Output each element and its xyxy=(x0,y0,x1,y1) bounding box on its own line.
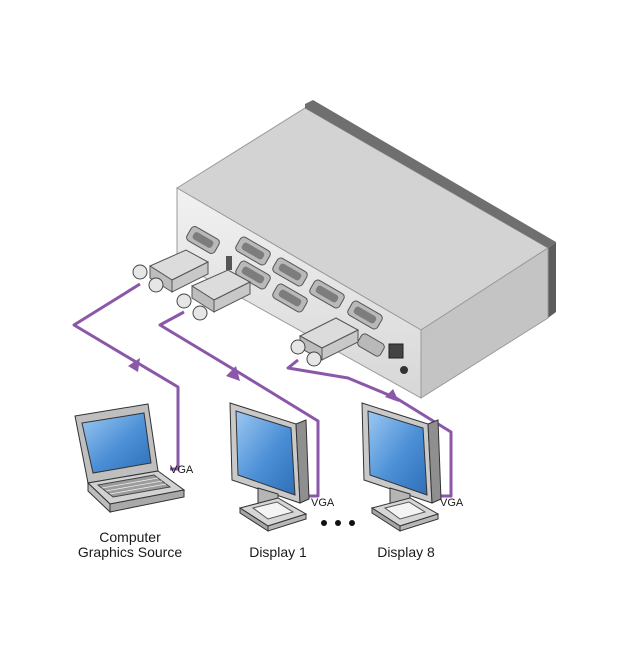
ellipsis-icon xyxy=(321,520,355,526)
vga-connector-icon xyxy=(290,317,360,367)
arrow-down-icon xyxy=(226,366,240,381)
monitor-icon xyxy=(361,402,442,532)
source-label-line-2: Graphics Source xyxy=(77,544,183,560)
source-label-line-1: Computer xyxy=(99,529,161,545)
vga-port-out-3 xyxy=(272,257,308,287)
vga-label-laptop: VGA xyxy=(170,464,194,476)
switch-icon xyxy=(226,256,232,270)
power-led-icon xyxy=(400,366,408,374)
arrow-down-icon xyxy=(385,389,399,402)
vga-label-display-1: VGA xyxy=(311,497,335,509)
display-1-label: Display 1 xyxy=(249,544,307,560)
vga-label-display-8: VGA xyxy=(440,497,464,509)
vga-port-out-7 xyxy=(357,333,385,357)
arrow-up-icon xyxy=(128,358,140,372)
vga-connector-icon xyxy=(176,269,252,321)
cable-display-1 xyxy=(158,310,320,498)
vga-port-out-4 xyxy=(272,283,308,313)
vga-connector-icon xyxy=(132,249,210,293)
display-8-label: Display 8 xyxy=(377,544,435,560)
vga-port-input xyxy=(186,226,220,254)
cable-input xyxy=(72,282,180,471)
laptop-icon xyxy=(74,403,186,514)
monitor-icon xyxy=(229,402,310,532)
vga-port-out-6 xyxy=(347,300,383,330)
vga-port-out-5 xyxy=(309,279,345,309)
power-jack-icon xyxy=(388,343,404,359)
vga-port-out-1 xyxy=(235,236,271,266)
vga-distribution-amplifier xyxy=(176,100,556,399)
